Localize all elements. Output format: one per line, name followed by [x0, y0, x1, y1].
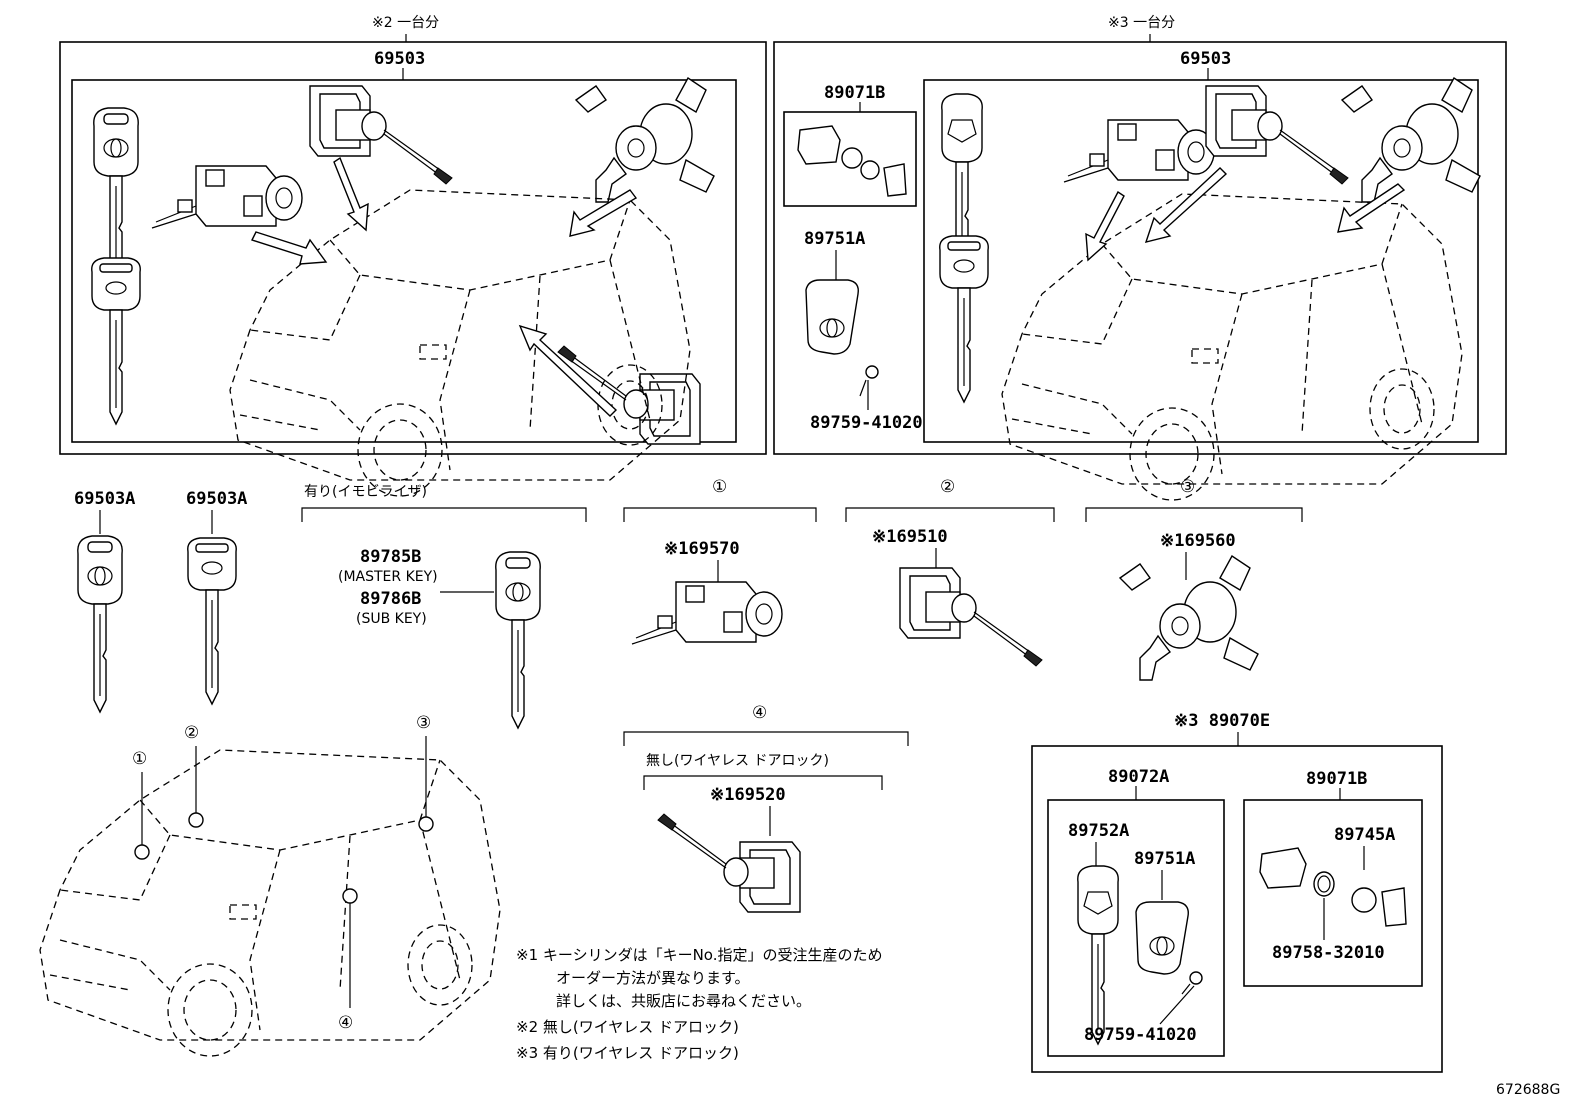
circled-number-3: ③	[1180, 477, 1195, 497]
key-icon	[187, 537, 237, 705]
vehicle-outline	[39, 749, 501, 1057]
location-marker-4	[342, 888, 358, 904]
label-89759-top: 89759-41020	[810, 413, 923, 433]
door-lock-cylinder-icon	[899, 567, 1043, 667]
note-line-4: ※2 無し(ワイヤレス ドアロック)	[516, 1018, 739, 1036]
note-line-1: ※1 キーシリンダは「キーNo.指定」の受注生産のため	[516, 946, 883, 964]
key-icon	[939, 235, 989, 403]
circled-number-2: ②	[940, 477, 955, 497]
notes-block: ※1 キーシリンダは「キーNo.指定」の受注生産のため オーダー方法が異なります…	[516, 946, 883, 1062]
wireless-none-label: 無し(ワイヤレス ドアロック)	[646, 753, 829, 769]
pointer-arrows	[251, 156, 638, 417]
label-69570: ※169570	[664, 539, 740, 559]
circled-number-1: ①	[132, 749, 147, 769]
cylinder-parts-icon	[1259, 847, 1407, 927]
box-89070E	[1031, 745, 1443, 1073]
vehicle-outline	[229, 189, 691, 497]
label-69503-right: 69503	[1180, 49, 1231, 69]
label-69560: ※169560	[1160, 531, 1236, 551]
note-line-2: オーダー方法が異なります。	[556, 969, 750, 987]
key-icon	[1077, 865, 1119, 1045]
label-89786B: 89786B	[360, 589, 421, 609]
label-69510: ※169510	[872, 527, 948, 547]
label-89072A: 89072A	[1108, 767, 1169, 787]
key-icon	[495, 551, 541, 729]
note-line-3: 詳しくは、共販店にお尋ねください。	[556, 992, 811, 1010]
cylinder-parts-icon	[797, 125, 907, 197]
screw-icon	[1181, 971, 1203, 995]
group3-outer-box	[773, 41, 1507, 455]
label-89751A-bot: 89751A	[1134, 849, 1195, 869]
group3-inner-box	[923, 79, 1479, 443]
ignition-cylinder-icon	[1063, 119, 1215, 183]
door-lock-cylinder-icon	[309, 85, 453, 185]
transmitter-icon	[1135, 901, 1189, 975]
label-69503A-2: 69503A	[186, 489, 247, 509]
sub-key-label: (SUB KEY)	[356, 611, 427, 627]
figure-number: 672688G	[1496, 1082, 1560, 1098]
location-marker-2	[188, 812, 204, 828]
label-89071B-top: 89071B	[824, 83, 885, 103]
label-89751A-top: 89751A	[804, 229, 865, 249]
transmitter-icon	[805, 279, 859, 355]
label-89071B-bot: 89071B	[1306, 769, 1367, 789]
circled-number-4: ④	[338, 1013, 353, 1033]
group2-outer-box	[59, 41, 767, 455]
ignition-cylinder-icon	[151, 165, 303, 229]
circled-number-1: ①	[712, 477, 727, 497]
label-69520: ※169520	[710, 785, 786, 805]
label-89785B: 89785B	[360, 547, 421, 567]
box-89071B-top	[783, 111, 917, 207]
pointer-arrows	[1085, 167, 1406, 262]
label-89070E: ※3 89070E	[1174, 711, 1270, 731]
immobilizer-label: 有り(イモビライザ)	[304, 484, 427, 500]
note-line-5: ※3 有り(ワイヤレス ドアロック)	[516, 1044, 739, 1062]
door-lock-cylinder-icon	[1205, 85, 1349, 185]
location-marker-1	[134, 844, 150, 860]
circled-number-4: ④	[752, 703, 767, 723]
circled-number-2: ②	[184, 723, 199, 743]
key-icon	[77, 535, 123, 713]
group2-heading: ※2 一台分	[372, 15, 439, 31]
label-89758: 89758-32010	[1272, 943, 1385, 963]
location-marker-3	[418, 816, 434, 832]
label-69503A-1: 69503A	[74, 489, 135, 509]
hatch-lock-cylinder-icon	[575, 77, 715, 203]
label-89752A: 89752A	[1068, 821, 1129, 841]
group2-inner-box	[71, 79, 737, 443]
circled-number-3: ③	[416, 713, 431, 733]
hatch-lock-cylinder-icon	[1341, 77, 1481, 203]
door-lock-cylinder-icon	[557, 345, 701, 445]
hatch-lock-cylinder-icon	[1119, 555, 1259, 681]
key-icon	[91, 257, 141, 425]
box-89072A	[1047, 799, 1225, 1057]
group3-heading: ※3 一台分	[1108, 15, 1175, 31]
label-89759-bot: 89759-41020	[1084, 1025, 1197, 1045]
label-89745A: 89745A	[1334, 825, 1395, 845]
screw-icon	[859, 365, 879, 397]
door-lock-cylinder-icon	[657, 813, 801, 913]
box-89071B-bot	[1243, 799, 1423, 987]
master-key-label: (MASTER KEY)	[338, 569, 438, 585]
ignition-cylinder-icon	[631, 581, 783, 645]
label-69503-left: 69503	[374, 49, 425, 69]
